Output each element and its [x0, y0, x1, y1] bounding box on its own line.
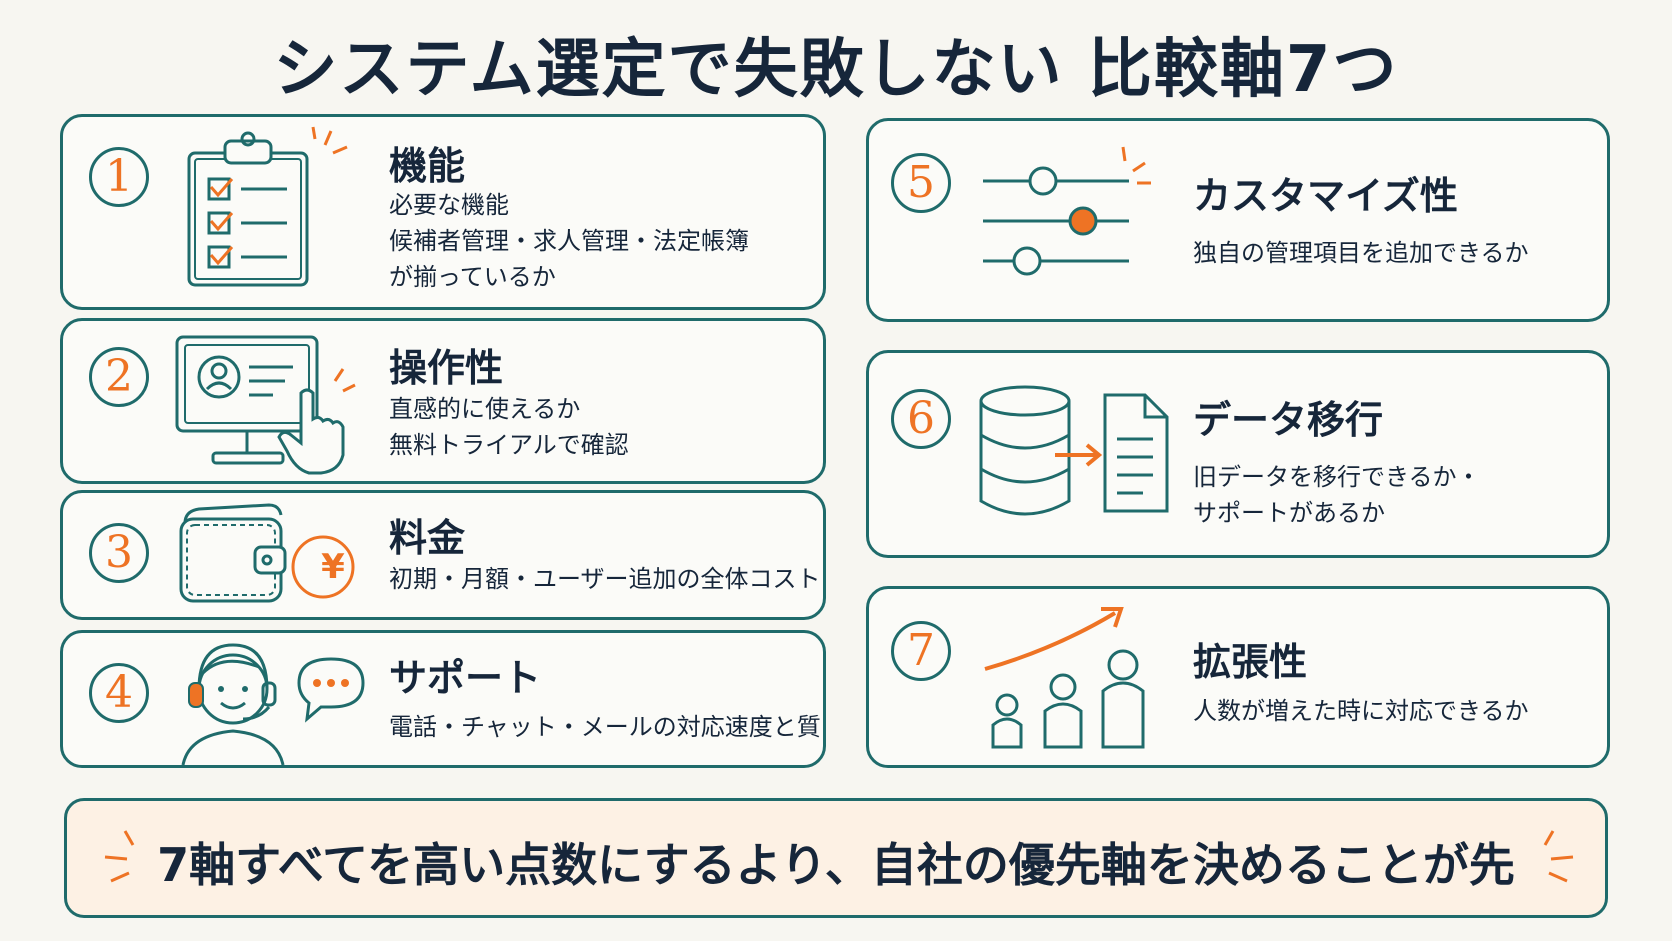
- criterion-card-4: 4 サポート 電話・チャット・メールの対応速度と質: [60, 630, 826, 768]
- database-transfer-icon: [979, 385, 1169, 516]
- criterion-card-3: 3 ¥ 料金 初期・月額・ユーザー追加の全体コスト: [60, 490, 826, 620]
- number-badge-5: 5: [891, 153, 951, 213]
- page-title: システム選定で失敗しない 比較軸7つ: [273, 33, 1399, 107]
- criterion-card-2: 2 操作性 直感的に使えるか 無料トライアルで確認: [60, 318, 826, 484]
- criterion-description-line: が揃っているか: [389, 263, 556, 291]
- criterion-description-line: サポートがあるか: [1193, 499, 1385, 527]
- number-badge-2: 2: [89, 347, 149, 407]
- criterion-heading: 機能: [389, 144, 466, 188]
- criterion-heading: 料金: [389, 516, 466, 560]
- criterion-heading: カスタマイズ性: [1193, 174, 1458, 218]
- criterion-description-line: 直感的に使えるか: [389, 395, 581, 423]
- criterion-description-line: 電話・チャット・メールの対応速度と質: [389, 713, 821, 741]
- criterion-card-5: 5 カスタマイズ性 独自の管理項目を追加できるか: [866, 118, 1610, 322]
- summary-banner: 7軸すべてを高い点数にするより、自社の優先軸を決めることが先: [64, 798, 1608, 918]
- growth-people-icon: [984, 607, 1145, 749]
- number-badge-4: 4: [89, 663, 149, 723]
- criterion-description-line: 候補者管理・求人管理・法定帳簿: [389, 227, 749, 255]
- number-badge-6: 6: [891, 389, 951, 449]
- yen-symbol: ¥: [321, 547, 345, 587]
- emphasis-lines-left-icon: [104, 830, 135, 883]
- support-agent-icon: [181, 643, 365, 766]
- number-badge-7: 7: [891, 621, 951, 681]
- wallet-yen-icon: [179, 503, 355, 603]
- criterion-description-line: 無料トライアルで確認: [389, 431, 629, 459]
- number-badge-1: 1: [89, 147, 149, 207]
- criterion-description-line: 必要な機能: [389, 191, 509, 219]
- criterion-heading: サポート: [389, 656, 542, 700]
- monitor-touch-icon: [175, 335, 356, 475]
- emphasis-lines-right-icon: [1543, 830, 1574, 883]
- criterion-heading: 拡張性: [1193, 640, 1308, 684]
- criterion-description-line: 初期・月額・ユーザー追加の全体コスト: [389, 565, 821, 593]
- criterion-description-line: 人数が増えた時に対応できるか: [1193, 697, 1529, 725]
- criterion-heading: 操作性: [389, 346, 504, 390]
- checklist-clipboard-icon: [187, 126, 348, 287]
- number-badge-3: 3: [89, 523, 149, 583]
- sliders-icon: [983, 146, 1151, 276]
- criterion-card-6: 6 データ移行 旧データを移行できるか・ サポートがあるか: [866, 350, 1610, 558]
- criterion-card-7: 7 拡張性 人数が増えた時に対応できるか: [866, 586, 1610, 768]
- criterion-card-1: 1 機能 必要な機能 候補者管理・求人管理・法定帳簿 が揃っているか: [60, 114, 826, 310]
- criterion-heading: データ移行: [1193, 398, 1384, 442]
- summary-banner-text: 7軸すべてを高い点数にするより、自社の優先軸を決めることが先: [157, 838, 1515, 892]
- criterion-description-line: 独自の管理項目を追加できるか: [1193, 239, 1529, 267]
- criterion-description-line: 旧データを移行できるか・: [1193, 463, 1481, 491]
